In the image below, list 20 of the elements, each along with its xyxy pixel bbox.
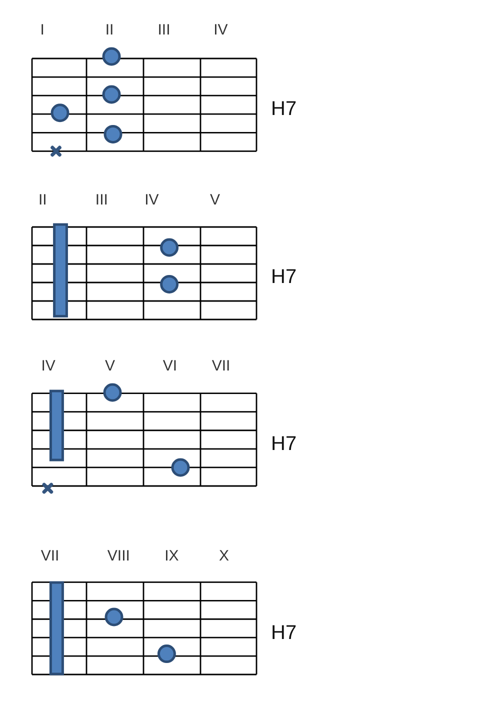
fret-number: VII (40, 548, 60, 564)
fret-number: I (40, 22, 44, 38)
chord-name: H7 (271, 267, 297, 287)
fret-number: VI (162, 358, 178, 374)
fret-number: V (210, 192, 220, 208)
fret-number: IX (164, 548, 179, 564)
fret-number: IV (214, 22, 228, 38)
fret-number: X (219, 548, 229, 564)
chord-name: H7 (271, 623, 297, 643)
fret-number: IV (41, 358, 56, 374)
fret-number: VIII (107, 548, 130, 564)
fret-number: III (95, 192, 108, 208)
chord-name: H7 (271, 434, 297, 454)
chord-name: H7 (271, 99, 297, 119)
fret-number: III (158, 22, 170, 38)
fret-number: II (38, 192, 47, 208)
fret-number: VII (212, 358, 230, 374)
fret-number: II (105, 22, 114, 38)
fret-number: V (105, 358, 115, 374)
fret-number: IV (144, 192, 159, 208)
